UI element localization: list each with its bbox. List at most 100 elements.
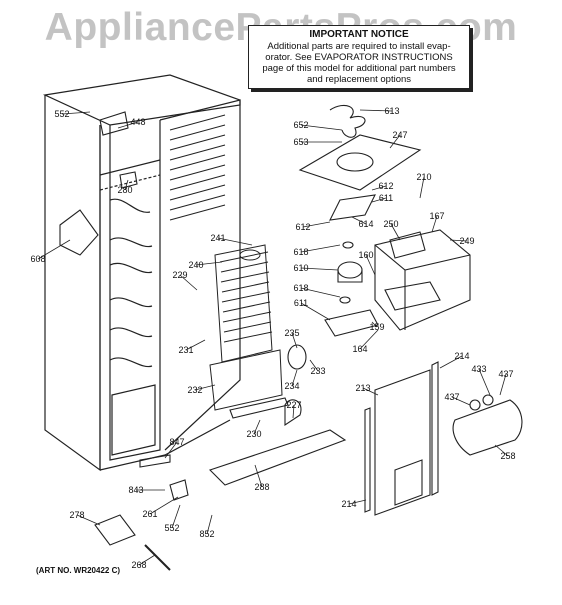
lower-parts — [59, 111, 347, 571]
part-number-label: 159 — [369, 322, 384, 332]
part-number-label: 437 — [444, 392, 459, 402]
part-number-label: 280 — [117, 185, 132, 195]
notice-line: page of this model for additional part n… — [262, 63, 456, 74]
callout-leader-line — [300, 267, 339, 271]
part-number-label: 250 — [383, 219, 398, 229]
callout-leader-line — [291, 369, 298, 387]
callout-leader-line — [371, 321, 378, 328]
notice-line: and replacement options — [306, 74, 412, 85]
part-number-label: 618 — [293, 283, 308, 293]
part-number-label: 249 — [459, 236, 474, 246]
callout-leader-line — [206, 514, 213, 535]
part-number-label: 448 — [130, 117, 145, 127]
callout-leader-line — [478, 368, 491, 396]
part-number-label: 653 — [293, 137, 308, 147]
part-number-label: 214 — [454, 351, 469, 361]
fan-motor — [324, 241, 379, 337]
callout-leader-line — [217, 237, 253, 246]
fresh-food-cabinet — [42, 74, 241, 472]
callout-leader-line — [292, 404, 295, 419]
part-number-label: 160 — [358, 250, 373, 260]
part-number-label: 433 — [471, 364, 486, 374]
part-number-label: 268 — [131, 560, 146, 570]
callout-leader-line — [291, 332, 298, 349]
notice-title: IMPORTANT NOTICE — [309, 29, 409, 40]
part-number-label: 241 — [210, 233, 225, 243]
fan-cover-plate — [298, 104, 422, 221]
art-number: (ART NO. WR20422 C) — [36, 566, 121, 575]
part-number-label: 843 — [128, 485, 143, 495]
part-number-label: 232 — [187, 385, 202, 395]
callout-leader-line — [138, 554, 156, 566]
callout-leader-line — [359, 109, 393, 112]
part-number-label: 233 — [310, 366, 325, 376]
callout-leader-line — [309, 359, 319, 372]
callout-leader-line — [185, 339, 206, 351]
part-number-label: 231 — [178, 345, 193, 355]
callout-leader-line — [439, 355, 463, 369]
part-number-label: 613 — [384, 106, 399, 116]
important-notice-box: IMPORTANT NOTICE Additional parts are re… — [248, 25, 470, 89]
part-number-label: 552 — [54, 109, 69, 119]
part-number-label: 234 — [284, 381, 299, 391]
part-number-label: 235 — [284, 328, 299, 338]
part-number-label: 167 — [429, 211, 444, 221]
callout-leader-line — [253, 419, 261, 435]
callout-leader-line — [194, 384, 216, 391]
part-number-label: 278 — [69, 510, 84, 520]
callout-leader-line — [302, 221, 331, 228]
part-number-label: 258 — [500, 451, 515, 461]
part-number-label: 247 — [392, 130, 407, 140]
part-number-label: 852 — [199, 529, 214, 539]
callout-leader-line — [351, 216, 367, 225]
callout-leader-line — [37, 239, 71, 260]
light-shield — [452, 394, 523, 456]
callout-leader-line — [365, 254, 376, 276]
callout-leader-line — [117, 121, 139, 129]
callout-leader-line — [164, 441, 178, 459]
notice-line: orator. See EVAPORATOR INSTRUCTIONS — [265, 52, 453, 63]
part-number-label: 552 — [164, 523, 179, 533]
callout-leader-line — [300, 302, 331, 321]
callout-leader-line — [179, 274, 198, 291]
freezer-wall-ribs — [169, 114, 226, 221]
part-number-label: 240 — [188, 260, 203, 270]
callout-leader-line — [389, 134, 401, 149]
callout-leader-line — [195, 261, 223, 266]
callout-leader-line — [359, 329, 379, 350]
part-number-label: 608 — [30, 254, 45, 264]
part-number-label: 288 — [254, 482, 269, 492]
back-panel — [364, 361, 439, 516]
callout-leader-line — [348, 499, 367, 505]
callout-leader-line — [371, 185, 387, 191]
callout-leader-line — [449, 239, 468, 242]
callout-leader-line — [431, 215, 438, 233]
part-number-label: 437 — [498, 369, 513, 379]
callout-leader-line — [419, 176, 425, 199]
callout-leader-line — [499, 373, 507, 396]
callout-leader-line — [451, 396, 471, 406]
part-number-label: 164 — [352, 344, 367, 354]
callout-leader-line — [171, 504, 181, 529]
part-number-label: 261 — [142, 509, 157, 519]
part-number-label: 610 — [293, 263, 308, 273]
callout-leader-line — [76, 514, 101, 526]
part-number-label: 611 — [379, 193, 393, 203]
part-callouts: 5524482806082412402292312322352342332302… — [30, 106, 515, 570]
part-number-label: 210 — [416, 172, 431, 182]
callout-leader-line — [371, 197, 387, 203]
ice-maker-housing — [374, 229, 471, 331]
part-number-label: 614 — [358, 219, 373, 229]
part-number-label: 612 — [295, 222, 310, 232]
callout-leader-line — [124, 179, 129, 191]
callout-leader-line — [300, 287, 341, 298]
evaporator-assembly — [209, 244, 283, 411]
callout-leader-line — [300, 244, 341, 253]
part-number-label: 213 — [355, 383, 370, 393]
part-number-label: 227 — [286, 400, 301, 410]
callout-leader-line — [390, 223, 401, 241]
part-number-label: 652 — [293, 120, 308, 130]
part-number-label: 611 — [294, 298, 308, 308]
